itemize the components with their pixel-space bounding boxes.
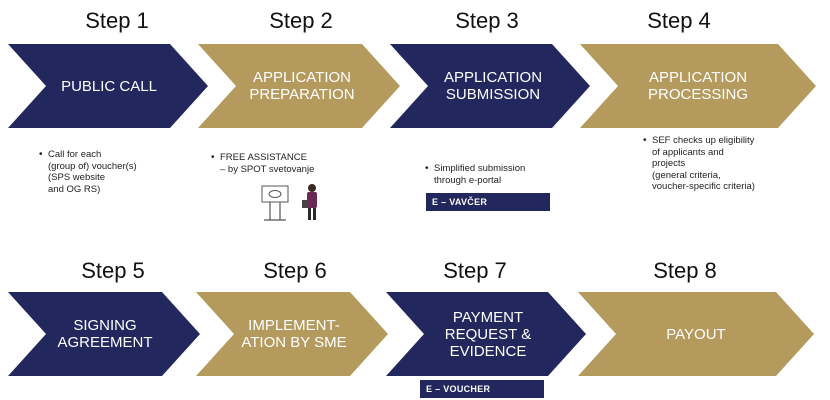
step-7-label: PAYMENT REQUEST & EVIDENCE [444,308,532,360]
bullet-dot: • [39,149,43,160]
step-1-note: • Call for each (group of) voucher(s) (S… [39,149,188,195]
step-1-note-text: Call for each (group of) voucher(s) (SPS… [48,149,137,195]
step-3-arrow [390,44,590,128]
step-4-label: APPLICATION PROCESSING [647,69,749,103]
step-7-title: Step 7 [443,258,507,283]
step-4-note-text: SEF checks up eligibility of applicants … [652,135,755,192]
step-8-arrow [578,292,814,376]
e-voucher-badge: E – VOUCHER [420,380,544,398]
step-6-arrow [196,292,388,376]
assistance-desk-icon [261,184,317,221]
step-1-label: PUBLIC CALL [61,77,157,95]
step-2-arrow [198,44,400,128]
step-1-arrow [8,44,208,128]
step-5-arrow [8,292,200,376]
step-3-label: APPLICATION SUBMISSION [443,69,543,103]
step-5-title: Step 5 [81,258,145,283]
step-3-note-text: Simplified submission through e-portal [434,163,526,186]
step-6-label: IMPLEMENT- ATION BY SME [241,317,347,351]
step-8-title: Step 8 [653,258,717,283]
step-4-note: • SEF checks up eligibility of applicant… [643,135,822,193]
step-8-label: PAYOUT [666,325,726,343]
step-2-note-text: FREE ASSISTANCE – by SPOT svetovanje [220,152,315,175]
step-3-note: • Simplified submission through e-portal [425,163,584,186]
step-4-arrow [580,44,816,128]
bullet-dot: • [425,163,429,174]
step-3-title: Step 3 [455,8,519,33]
step-7-arrow [386,292,586,376]
bullet-dot: • [211,152,215,163]
step-1-title: Step 1 [85,8,149,33]
step-2-label: APPLICATION PREPARATION [249,69,355,103]
step-5-label: SIGNING AGREEMENT [57,317,153,351]
step-6-title: Step 6 [263,258,327,283]
step-4-title: Step 4 [647,8,711,33]
bullet-dot: • [643,135,647,146]
step-2-note: • FREE ASSISTANCE – by SPOT svetovanje [211,152,370,175]
e-vavcer-badge: E – VAVČER [426,193,550,211]
step-2-title: Step 2 [269,8,333,33]
